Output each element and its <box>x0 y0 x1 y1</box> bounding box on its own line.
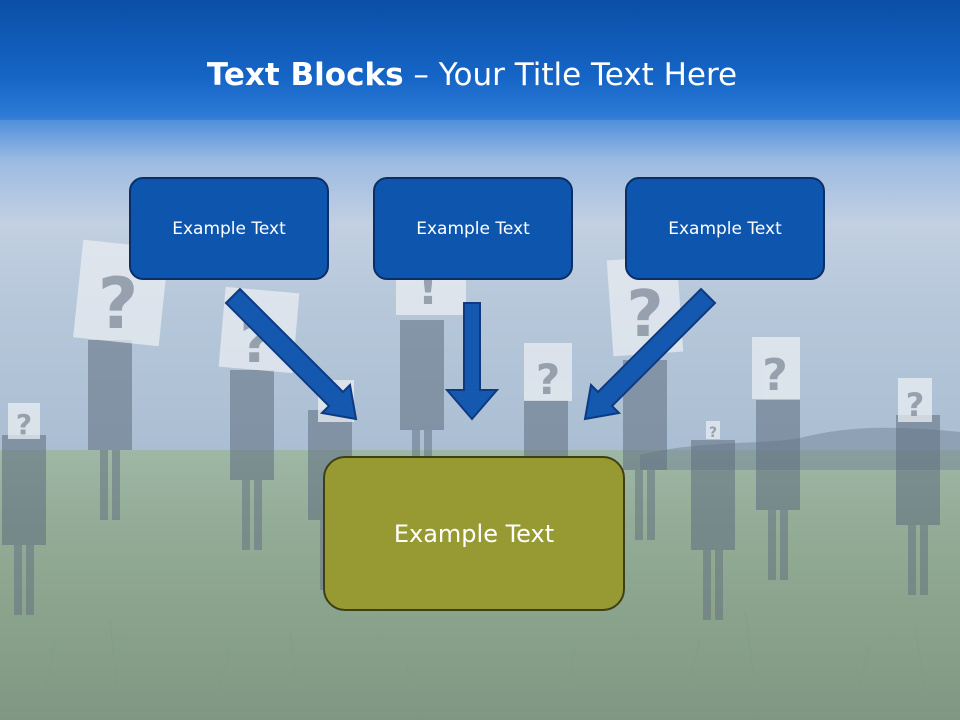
text-block-1[interactable]: Example Text <box>129 177 329 280</box>
arrow-center-shape <box>444 302 500 421</box>
text-block-1-label: Example Text <box>172 218 286 239</box>
title-rest: Your Title Text Here <box>438 57 738 93</box>
svg-text:?: ? <box>906 386 925 424</box>
arrow-right <box>583 287 717 421</box>
svg-text:?: ? <box>709 425 717 441</box>
title-band <box>0 0 960 140</box>
result-block-label: Example Text <box>393 519 555 548</box>
slide-title: Text Blocks – Your Title Text Here <box>0 52 944 98</box>
text-block-2[interactable]: Example Text <box>373 177 573 280</box>
arrow-left <box>224 287 358 421</box>
svg-text:?: ? <box>762 350 788 401</box>
title-bold-part: Text Blocks <box>206 57 404 93</box>
svg-text:?: ? <box>98 263 139 345</box>
title-dash: – <box>413 57 429 93</box>
arrow-right-shape <box>583 287 717 421</box>
text-block-2-label: Example Text <box>416 218 530 239</box>
result-block[interactable]: Example Text <box>323 456 625 611</box>
text-block-3-label: Example Text <box>668 218 782 239</box>
text-block-3[interactable]: Example Text <box>625 177 825 280</box>
arrow-center <box>444 302 500 421</box>
svg-text:?: ? <box>536 355 560 404</box>
arrow-left-shape <box>224 287 358 421</box>
svg-text:?: ? <box>16 408 32 441</box>
